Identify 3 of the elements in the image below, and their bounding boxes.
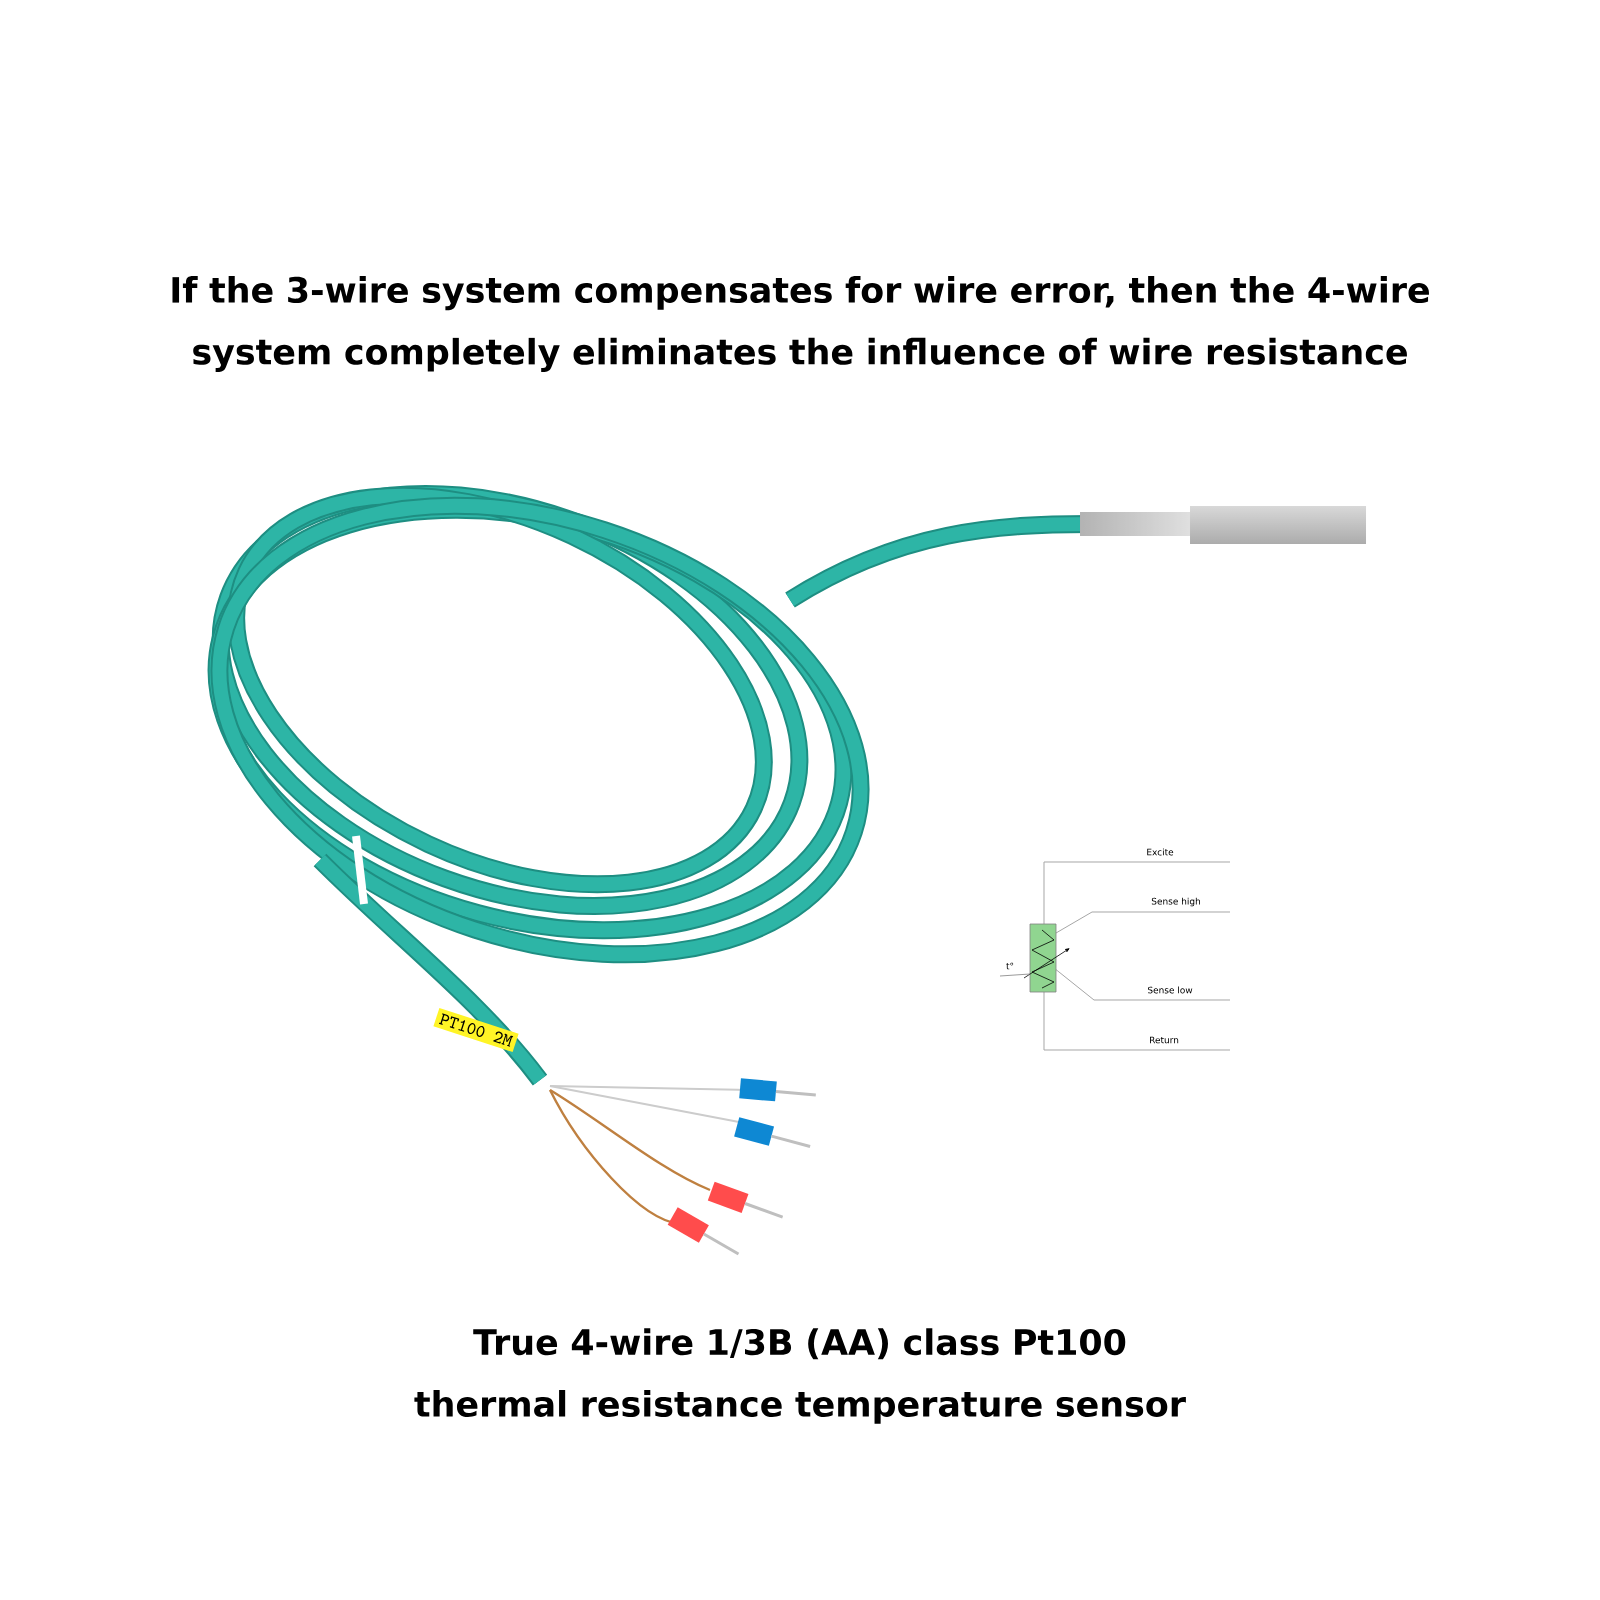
cable-sleeve: PT100 2M [433, 1007, 519, 1053]
title: If the 3-wire system compensates for wire error, then the 4-wire system completely eliminates the influence of wire resistance [172, 276, 1429, 372]
caption: True 4-wire 1/3B (AA) class Pt100 thermal resistance temperature sensor [414, 1328, 1186, 1424]
